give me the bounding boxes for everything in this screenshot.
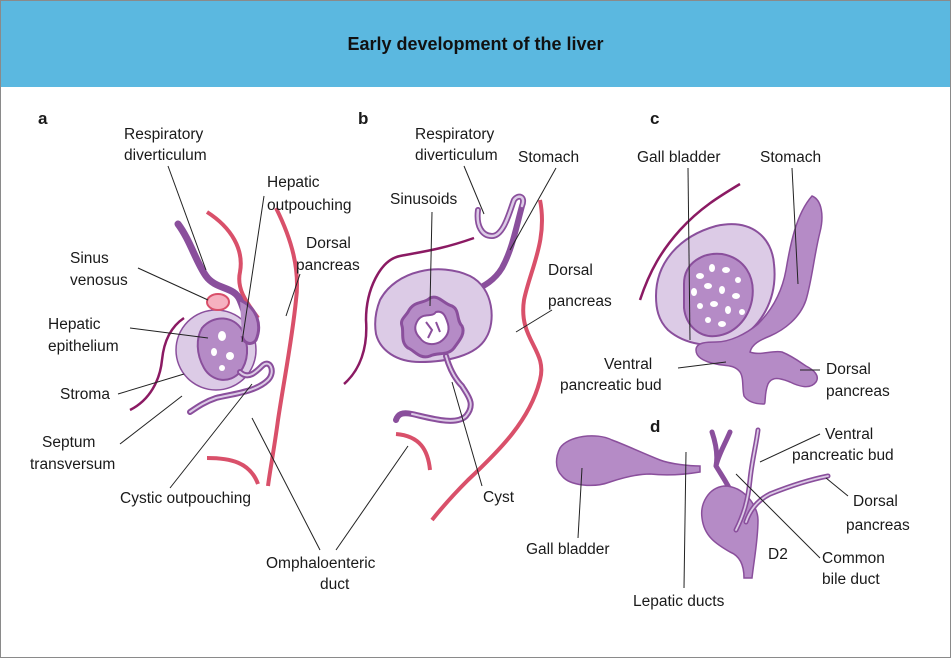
leader-a-respiratory <box>168 166 206 270</box>
panel-b-cyst-tube <box>396 356 471 421</box>
label-omphaloenteric-2: duct <box>320 576 350 593</box>
label-a-respiratory-2: diverticulum <box>124 147 207 164</box>
panel-a: a Respiratory diverticulum Hepatic outpo… <box>30 109 360 507</box>
label-c-dorsal-pancreas-1: Dorsal <box>826 361 871 378</box>
label-b-sinusoids: Sinusoids <box>390 191 457 208</box>
panel-a-vessel-right <box>268 208 297 486</box>
label-d-ventral-bud-2: pancreatic bud <box>792 447 894 464</box>
panel-d-duodenum <box>702 486 758 578</box>
panel-a-epithelium-hole-1 <box>218 331 226 341</box>
label-d-dorsal-pancreas-2: pancreas <box>846 517 910 534</box>
label-c-ventral-bud-2: pancreatic bud <box>560 377 662 394</box>
panel-b-letter: b <box>358 109 368 128</box>
panel-a-epithelium-hole-2 <box>211 348 217 356</box>
panel-c: c Gall bladder Stomach Ventral pancreati… <box>560 109 890 404</box>
leader-d-dorsal-pancreas <box>826 478 848 496</box>
label-b-respiratory-1: Respiratory <box>415 126 494 143</box>
label-d-d2: D2 <box>768 546 788 563</box>
leader-a-sinus-venosus <box>138 268 208 300</box>
label-d-common-bile-2: bile duct <box>822 571 880 588</box>
leader-omphaloenteric-b <box>336 446 408 550</box>
label-a-dorsal-pancreas-1: Dorsal <box>306 235 351 252</box>
label-a-hepatic-epithelium-1: Hepatic <box>48 316 101 333</box>
label-c-ventral-bud-1: Ventral <box>604 356 652 373</box>
label-b-cyst: Cyst <box>483 489 515 506</box>
label-a-septum-1: Septum <box>42 434 95 451</box>
label-c-dorsal-pancreas-2: pancreas <box>826 383 890 400</box>
label-b-respiratory-2: diverticulum <box>415 147 498 164</box>
label-a-dorsal-pancreas-2: pancreas <box>296 257 360 274</box>
panel-c-letter: c <box>650 109 659 128</box>
leader-b-respiratory <box>464 166 484 214</box>
label-c-gall-bladder: Gall bladder <box>637 149 721 166</box>
label-d-gall-bladder: Gall bladder <box>526 541 610 558</box>
panel-d-gall-bladder <box>557 436 701 486</box>
leader-a-septum <box>120 396 182 444</box>
label-a-stroma: Stroma <box>60 386 110 403</box>
label-a-sinus-venosus-1: Sinus <box>70 250 109 267</box>
panel-b-vessel-bottom <box>396 434 430 470</box>
label-omphaloenteric-1: Omphaloenteric <box>266 555 376 572</box>
panel-d-letter: d <box>650 417 660 436</box>
panel-a-epithelium-hole-3 <box>226 352 234 360</box>
label-d-ventral-bud-1: Ventral <box>825 426 873 443</box>
label-b-dorsal-pancreas-1: Dorsal <box>548 262 593 279</box>
label-a-septum-2: transversum <box>30 456 115 473</box>
label-a-hepatic-epithelium-2: epithelium <box>48 338 119 355</box>
label-a-hepatic-outpouching-2: outpouching <box>267 197 351 214</box>
label-d-lepatic: Lepatic ducts <box>633 593 725 610</box>
panel-d: d Ventral pancreatic bud Dorsal pancreas… <box>526 417 910 610</box>
label-d-common-bile-1: Common <box>822 550 885 567</box>
label-a-respiratory-1: Respiratory <box>124 126 203 143</box>
panel-a-epithelium-hole-4 <box>219 365 225 371</box>
panel-a-sinus-venosus <box>207 294 229 310</box>
leader-omphaloenteric-a <box>252 418 320 550</box>
panel-a-vessel-bottom <box>207 458 258 484</box>
panel-a-letter: a <box>38 109 48 128</box>
label-a-sinus-venosus-2: venosus <box>70 272 128 289</box>
leader-b-stomach <box>510 168 556 250</box>
label-d-dorsal-pancreas-1: Dorsal <box>853 493 898 510</box>
label-a-cystic: Cystic outpouching <box>120 490 251 507</box>
label-b-stomach: Stomach <box>518 149 579 166</box>
label-c-stomach: Stomach <box>760 149 821 166</box>
label-b-dorsal-pancreas-2: pancreas <box>548 293 612 310</box>
label-a-hepatic-outpouching-1: Hepatic <box>267 174 320 191</box>
